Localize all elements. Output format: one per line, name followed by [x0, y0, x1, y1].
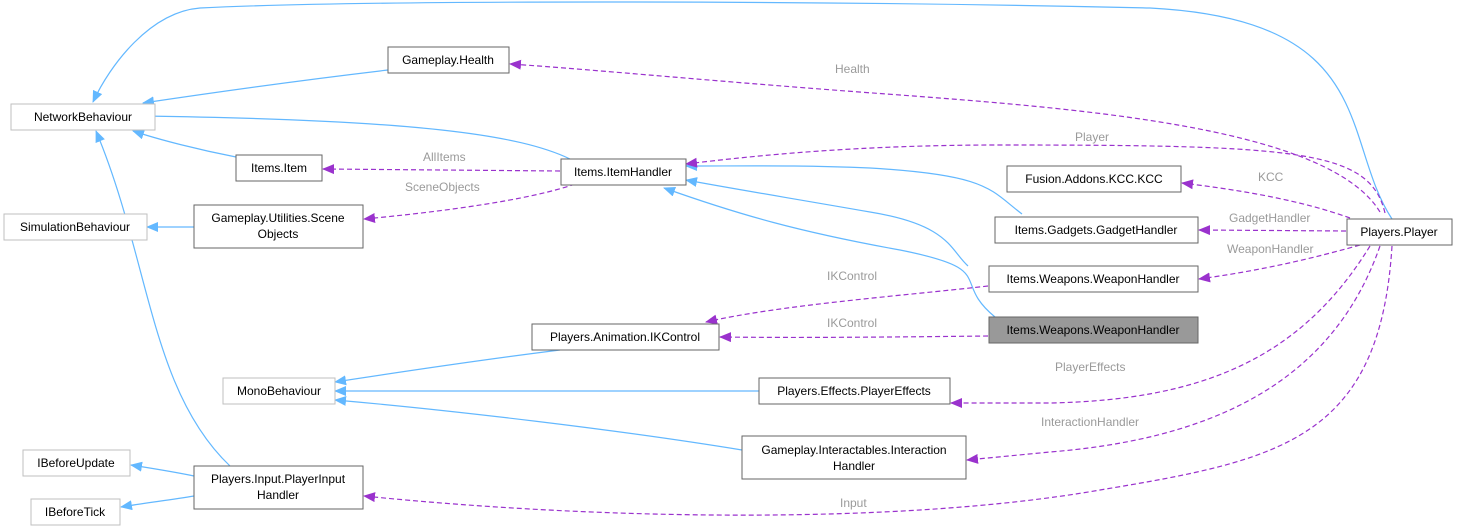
- edge-itemhandler-uses-item: [322, 164, 561, 175]
- svg-text:Handler: Handler: [257, 488, 299, 502]
- svg-text:Gameplay.Health: Gameplay.Health: [402, 53, 494, 67]
- edge-label-kcc: KCC: [1258, 170, 1284, 184]
- svg-text:Items.Gadgets.GadgetHandler: Items.Gadgets.GadgetHandler: [1015, 223, 1178, 237]
- node-kcc[interactable]: Fusion.Addons.KCC.KCC: [1006, 165, 1182, 193]
- edge-player-uses-playerinput: [363, 245, 1393, 516]
- edge-player-uses-kcc: [1181, 179, 1351, 219]
- node-network-behaviour[interactable]: NetworkBehaviour: [10, 103, 156, 131]
- svg-text:MonoBehaviour: MonoBehaviour: [237, 384, 321, 398]
- node-players-player[interactable]: Players.Player: [1346, 218, 1453, 246]
- svg-text:Players.Effects.PlayerEffects: Players.Effects.PlayerEffects: [777, 384, 931, 398]
- node-mono-behaviour[interactable]: MonoBehaviour: [222, 377, 336, 405]
- svg-text:Items.Weapons.WeaponHandler: Items.Weapons.WeaponHandler: [1007, 272, 1180, 286]
- edge-interaction-to-monobehaviour: [334, 395, 743, 451]
- svg-text:Handler: Handler: [833, 459, 875, 473]
- edge-player-uses-gadgethandler: [1198, 225, 1347, 236]
- edge-gadgethandler-to-itemhandler: [685, 160, 1023, 215]
- edge-weaponhandler-to-itemhandler: [685, 177, 969, 267]
- svg-text:SimulationBehaviour: SimulationBehaviour: [20, 220, 130, 234]
- edge-label-weaponhandler: WeaponHandler: [1227, 242, 1314, 256]
- svg-text:Players.Input.PlayerInput: Players.Input.PlayerInput: [211, 472, 346, 486]
- svg-text:Items.ItemHandler: Items.ItemHandler: [574, 165, 672, 179]
- edge-itemhandler-uses-sceneobjects: [363, 183, 576, 223]
- edge-health-to-networkbehaviour: [142, 69, 389, 107]
- node-items-item-handler[interactable]: Items.ItemHandler: [560, 158, 687, 186]
- node-interaction-handler[interactable]: Gameplay.Interactables.Interaction Handl…: [741, 435, 967, 480]
- node-weapon-handler-selected[interactable]: Items.Weapons.WeaponHandler: [988, 316, 1199, 344]
- edge-weaponhandler-uses-ikcontrol: [705, 285, 989, 325]
- edge-label-input: Input: [840, 496, 867, 510]
- edge-label-gadgethandler: GadgetHandler: [1229, 211, 1310, 225]
- node-gadget-handler[interactable]: Items.Gadgets.GadgetHandler: [994, 216, 1199, 244]
- node-items-item[interactable]: Items.Item: [235, 154, 323, 182]
- edge-label-ikcontrol-upper: IKControl: [827, 269, 877, 283]
- svg-text:NetworkBehaviour: NetworkBehaviour: [34, 110, 132, 124]
- svg-text:Fusion.Addons.KCC.KCC: Fusion.Addons.KCC.KCC: [1025, 172, 1163, 186]
- edge-player-uses-playereffects: [950, 245, 1371, 408]
- svg-text:Gameplay.Interactables.Interac: Gameplay.Interactables.Interaction: [761, 443, 946, 457]
- node-ikcontrol[interactable]: Players.Animation.IKControl: [531, 323, 720, 351]
- edge-player-to-networkbehaviour: [92, 1, 1393, 220]
- edge-player-uses-weaponhandler: [1198, 244, 1361, 283]
- edge-label-player: Player: [1075, 130, 1109, 144]
- edge-label-ikcontrol-lower: IKControl: [827, 316, 877, 330]
- svg-text:Players.Animation.IKControl: Players.Animation.IKControl: [550, 330, 700, 344]
- usage-edges: [322, 59, 1393, 516]
- node-player-input-handler[interactable]: Players.Input.PlayerInput Handler: [193, 465, 364, 510]
- svg-text:Gameplay.Utilities.Scene: Gameplay.Utilities.Scene: [211, 211, 344, 225]
- node-ibefore-tick[interactable]: IBeforeTick: [30, 498, 121, 526]
- edge-label-health: Health: [835, 62, 870, 76]
- edge-player-uses-health: [509, 59, 1381, 213]
- node-gameplay-health[interactable]: Gameplay.Health: [387, 46, 510, 74]
- edge-labels: Health Player AllItems SceneObjects KCC …: [405, 62, 1314, 510]
- edge-ikcontrol-to-monobehaviour: [334, 349, 561, 386]
- edge-label-allitems: AllItems: [423, 150, 466, 164]
- svg-text:Items.Item: Items.Item: [251, 161, 307, 175]
- edge-label-playereffects: PlayerEffects: [1055, 360, 1125, 374]
- node-weapon-handler[interactable]: Items.Weapons.WeaponHandler: [988, 265, 1199, 293]
- edge-selected-uses-ikcontrol: [719, 332, 989, 343]
- node-scene-objects[interactable]: Gameplay.Utilities.Scene Objects: [193, 204, 364, 249]
- edge-playerinput-to-ibeforetick: [120, 495, 195, 511]
- edge-item-to-networkbehaviour: [132, 129, 237, 158]
- edge-selected-weaponhandler-to-itemhandler: [663, 186, 996, 318]
- node-simulation-behaviour[interactable]: SimulationBehaviour: [3, 213, 148, 241]
- edge-playerinput-to-networkbehaviour: [95, 130, 231, 467]
- node-ibefore-update[interactable]: IBeforeUpdate: [22, 449, 131, 477]
- svg-text:IBeforeTick: IBeforeTick: [45, 505, 106, 519]
- edge-playerinput-to-ibeforeupdate: [130, 461, 195, 477]
- inheritance-edges: [92, 1, 1393, 511]
- svg-text:IBeforeUpdate: IBeforeUpdate: [37, 456, 115, 470]
- node-player-effects[interactable]: Players.Effects.PlayerEffects: [758, 377, 951, 405]
- svg-text:Players.Player: Players.Player: [1360, 225, 1437, 239]
- svg-text:Items.Weapons.WeaponHandler: Items.Weapons.WeaponHandler: [1007, 323, 1180, 337]
- edge-itemhandler-to-networkbehaviour: [142, 111, 571, 160]
- svg-text:Objects: Objects: [258, 227, 299, 241]
- edge-label-sceneobjects: SceneObjects: [405, 180, 480, 194]
- edge-player-uses-interactionhandler: [966, 245, 1381, 464]
- edge-label-interactionhandler: InteractionHandler: [1041, 415, 1139, 429]
